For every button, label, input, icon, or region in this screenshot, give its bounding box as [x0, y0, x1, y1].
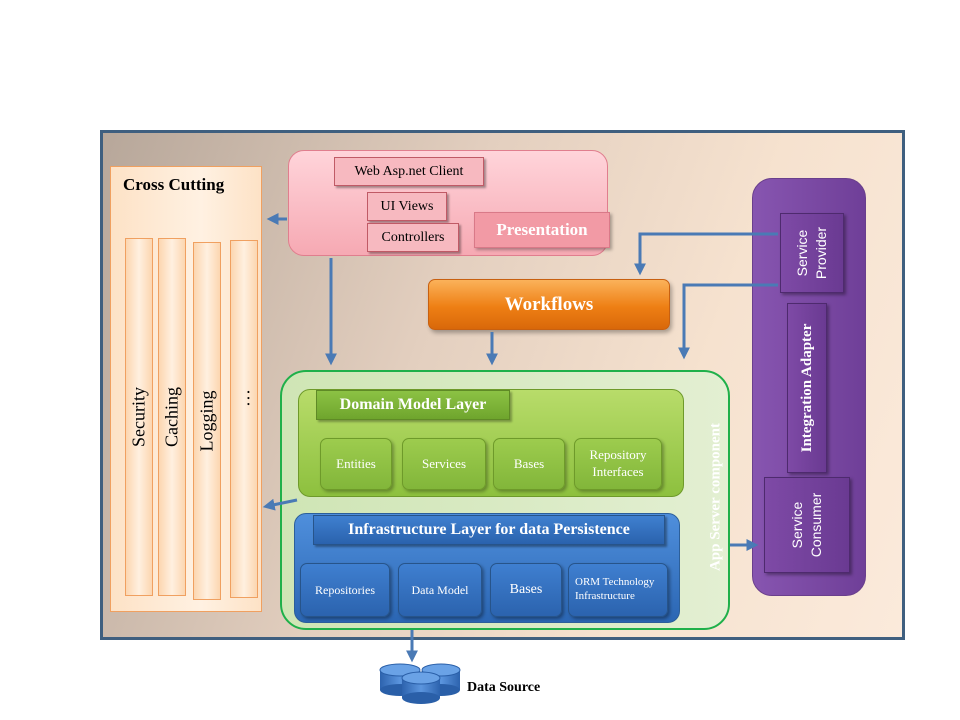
bases-box: Bases — [493, 438, 565, 490]
arrow-appserver-to-crosscutting — [262, 498, 298, 511]
infrastructure-title: Infrastructure Layer for data Persistenc… — [313, 515, 665, 545]
presentation-label: Presentation — [474, 212, 610, 248]
integration-adapter-box: Integration Adapter — [787, 303, 827, 473]
database-icon — [379, 663, 461, 704]
web-client-box: Web Asp.net Client — [334, 157, 484, 186]
arrow-provider-to-workflows — [634, 232, 778, 276]
repositories-box: Repositories — [300, 563, 390, 617]
workflows-box: Workflows — [428, 279, 670, 330]
cross-cutting-security: Security — [125, 238, 153, 596]
cross-cutting-caching: Caching — [158, 238, 186, 596]
controllers-box: Controllers — [367, 223, 459, 252]
repository-interfaces-box: Repository Interfaces — [574, 438, 662, 490]
orm-infrastructure-box: ORM Technology Infrastructure — [568, 563, 668, 617]
cross-cutting-logging: Logging — [193, 242, 221, 600]
cross-cutting-more: … — [230, 240, 258, 598]
cross-cutting-title: Cross Cutting — [123, 175, 225, 194]
service-consumer-box: Service Consumer — [764, 477, 850, 573]
domain-model-title: Domain Model Layer — [316, 390, 510, 420]
data-model-box: Data Model — [398, 563, 482, 617]
services-box: Services — [402, 438, 486, 490]
ui-views-box: UI Views — [367, 192, 447, 221]
arrow-provider-to-appserver — [678, 283, 778, 360]
infra-bases-box: Bases — [490, 563, 562, 617]
entities-box: Entities — [320, 438, 392, 490]
service-provider-box: Service Provider — [780, 213, 844, 293]
data-source-label: Data Source — [467, 680, 541, 695]
